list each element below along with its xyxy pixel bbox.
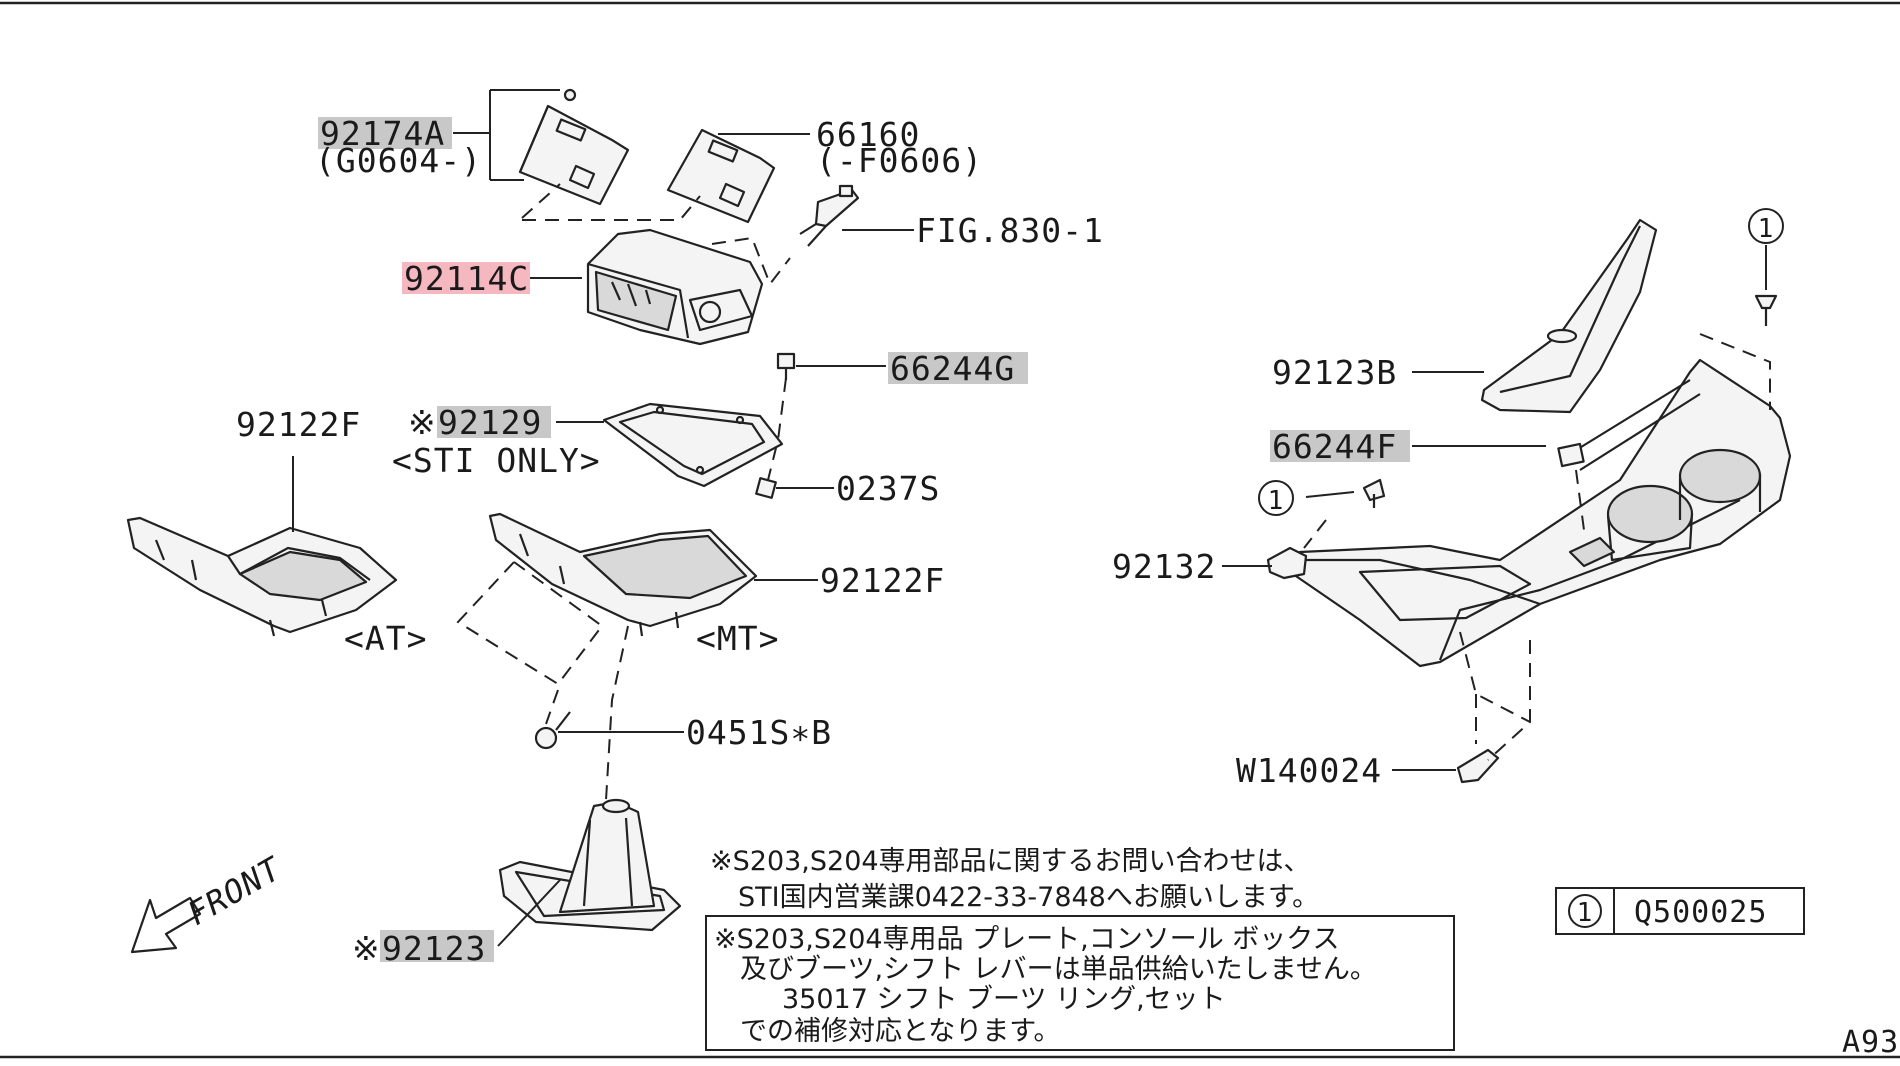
bracket-W140024 [1456, 748, 1500, 784]
clip-66244G [776, 352, 796, 380]
svg-text:1: 1 [1758, 214, 1775, 244]
dashed-assembly-lines [456, 183, 1771, 801]
highlight-92114C [402, 262, 530, 294]
center-console-92132 [1278, 358, 1792, 668]
label-sti-only: <STI ONLY> [392, 441, 601, 480]
note-box-line4: での補修対応となります。 [740, 1016, 1061, 1047]
label-0237S: 0237S [836, 469, 940, 508]
plate-92129 [602, 402, 784, 488]
label-92114C: 92114C [404, 259, 529, 298]
highlight-92174A [318, 117, 452, 149]
front-arrow: FRONT [130, 849, 288, 954]
note-box-line3: 35017 シフト ブーツ リング,セット [782, 984, 1226, 1015]
nut-0237S [755, 477, 777, 499]
highlight-92129 [437, 406, 551, 438]
screw-0451S [534, 711, 571, 750]
note-line2: STI国内営業課0422-33-7848へお願いします。 [738, 882, 1319, 913]
label-W140024: W140024 [1236, 751, 1382, 790]
label-92122F-at: 92122F [236, 405, 361, 444]
legend-part-number: Q500025 [1634, 895, 1767, 930]
label-at: <AT> [344, 619, 427, 658]
label-92129: 92129 [438, 403, 542, 442]
screw-left [1362, 478, 1386, 508]
circle-marker-upper: 1 [1748, 208, 1784, 244]
label-66244F: 66244F [1272, 427, 1397, 466]
corner-code: A93 [1842, 1025, 1899, 1060]
console-plate-at [126, 516, 398, 637]
legend-circle-label: 1 [1577, 898, 1594, 928]
note-line1: ※S203,S204専用部品に関するお問い合わせは、 [710, 846, 1311, 877]
shift-boot-92123 [498, 798, 682, 932]
switch-connector [799, 184, 860, 247]
label-92123B: 92123B [1272, 353, 1397, 392]
label-92122F-mt: 92122F [820, 561, 945, 600]
label-66160: 66160 [816, 115, 920, 154]
clip-66244F [1557, 442, 1585, 468]
circle-marker-left: 1 [1258, 480, 1294, 516]
label-92174A: 92174A [320, 114, 445, 153]
note-box-line2: 及びブーツ,シフト レバーは単品供給いたしません。 [740, 954, 1377, 985]
svg-text:1: 1 [1268, 486, 1285, 516]
label-92174A-sub: (G0604-) [315, 141, 482, 180]
switch-panel-92174A [518, 88, 630, 206]
legend-box: 1 Q500025 [1555, 887, 1805, 935]
label-66160-sub: (-F0606) [816, 141, 983, 180]
end-cap-92132 [1266, 546, 1308, 580]
label-66244G: 66244G [890, 349, 1015, 388]
highlight-66244G [888, 352, 1028, 384]
note-box-line1: ※S203,S204専用品 プレート,コンソール ボックス [714, 924, 1340, 955]
console-plate-mt [488, 512, 758, 637]
armrest-92123B [1480, 218, 1658, 414]
label-fig830: FIG.830-1 [916, 211, 1104, 250]
label-92129-mark: ※ [408, 403, 437, 442]
screw-upper-right [1754, 294, 1778, 326]
note-box [705, 915, 1455, 1051]
highlight-92123 [380, 930, 494, 962]
front-label: FRONT [181, 849, 288, 933]
label-92123: 92123 [382, 929, 486, 968]
label-92132: 92132 [1112, 547, 1216, 586]
switch-housing-92114C [586, 228, 764, 346]
label-mt: <MT> [696, 619, 779, 658]
leader-lines [292, 89, 1767, 947]
label-92123-mark: ※ [352, 929, 381, 968]
label-0451S: 0451S∗B [686, 713, 832, 752]
switch-panel-66160 [666, 128, 776, 224]
highlight-66244F [1270, 430, 1410, 462]
